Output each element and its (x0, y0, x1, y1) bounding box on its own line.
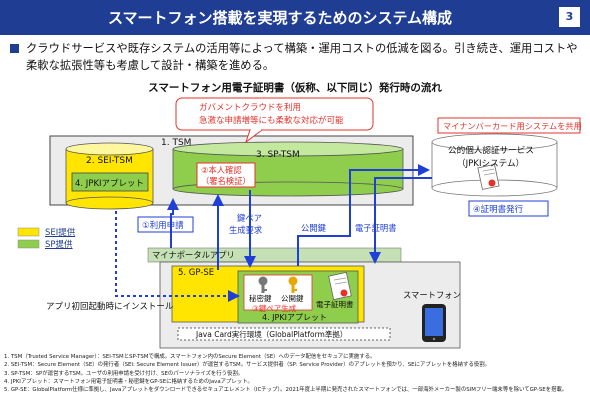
identity-check-box (196, 162, 256, 188)
jpki-applet-top-box (71, 172, 149, 192)
usage-apply-box (137, 216, 194, 233)
title-bar (0, 0, 590, 35)
public-key-label: 公開鍵 (281, 294, 304, 303)
legend-sp-swatch (17, 239, 40, 249)
java-card-label: Java Card実行環境（GlobalPlatform準拠） (196, 330, 348, 339)
usage-apply-label: ①利用申請 (142, 221, 184, 231)
mynumber-callout-text: マイナンバーカード用システムを共用 (443, 121, 582, 131)
footnotes: 1. TSM（Trusted Service Manager）：SEI-TSMと… (4, 353, 588, 394)
key-pair-gen-label: ③鍵ペア生成 (252, 304, 297, 313)
java-card-box (177, 327, 391, 341)
identity-check-line1: ②本人確認 (201, 165, 242, 175)
sp-tsm-label: 3. SP-TSM (256, 150, 300, 160)
page-title: スマートフォン搭載を実現するためのシステム構成 (107, 9, 453, 27)
legend-sei-swatch (17, 227, 40, 237)
footnote-1: 1. TSM（Trusted Service Manager）：SEI-TSMと… (4, 354, 376, 360)
key-pair-request-line2: 生成要求 (229, 225, 263, 235)
intro-text: クラウドサービスや既存システムの活用等によって構築・運用コストの低減を図る。引き… (26, 42, 578, 72)
public-key-icon (288, 276, 298, 293)
bullet-square-icon (10, 44, 19, 53)
key-pair-request-line1: 鍵ペア (237, 213, 262, 223)
private-key-label: 秘密鍵 (249, 294, 272, 303)
identity-check-line2: （署名検証） (201, 176, 251, 186)
cert-issue-label: ④証明書発行 (473, 205, 524, 215)
cert-flow-label: 電子証明書 (355, 223, 397, 233)
jpki-applet-top-label: 4. JPKIアプレット (75, 179, 145, 189)
gov-callout-line2: 急激な申請増等にも柔軟な対応が可能 (199, 116, 344, 126)
footnote-5: 5. GP-SE：GlobalPlatform仕様に準拠し、Javaアプレットを… (4, 387, 568, 394)
smartphone-icon (422, 304, 446, 342)
jpki-service-line1: 公的個人認証サービス (448, 146, 534, 156)
legend-sei-label: SEI提供 (45, 228, 76, 238)
mynumber-callout (437, 117, 581, 134)
legend-sp-label: SP提供 (45, 240, 73, 250)
cert-issue-box (468, 200, 549, 217)
mynaportal-label: マイナポータルアプリ (152, 250, 235, 260)
diagram-title: スマートフォン用電子証明書（仮称、以下同じ）発行時の流れ (148, 82, 442, 94)
certificate-icon-bottom (328, 271, 352, 301)
gp-se-label: 5. GP-SE (178, 268, 215, 278)
smartphone-label: スマートフォン (403, 290, 461, 300)
private-key-icon (258, 276, 268, 293)
footnote-3: 3. SP-TSM：SPが運営するTSM。ユーザの利用申請を受け付け、SEのパー… (4, 370, 244, 377)
sei-tsm-label: 2. SEI-TSM (86, 156, 133, 166)
tsm-label: 1. TSM (161, 138, 192, 148)
footnote-4: 4. JPKIアプレット：スマートフォン用電子証明書・秘密鍵をGP-SEに格納す… (4, 378, 253, 385)
certificate-icon-top (477, 163, 500, 190)
first-launch-label: アプリ初回起動時にインストール (46, 302, 174, 312)
jpki-service-line2: （JPKIシステム） (457, 159, 525, 169)
electronic-cert-label: 電子証明書 (316, 300, 354, 309)
public-key-flow-label: 公開鍵 (301, 223, 326, 233)
gov-callout-line1: ガバメントクラウドを利用 (199, 103, 302, 113)
footnote-2: 2. SEI-TSM：Secure Element（SE）の発行者（SEI: S… (4, 362, 491, 369)
gov-cloud-callout (175, 97, 374, 131)
page-number: 3 (559, 7, 580, 27)
jpki-applet-bottom-label: 4. JPKIアプレット (262, 313, 327, 322)
